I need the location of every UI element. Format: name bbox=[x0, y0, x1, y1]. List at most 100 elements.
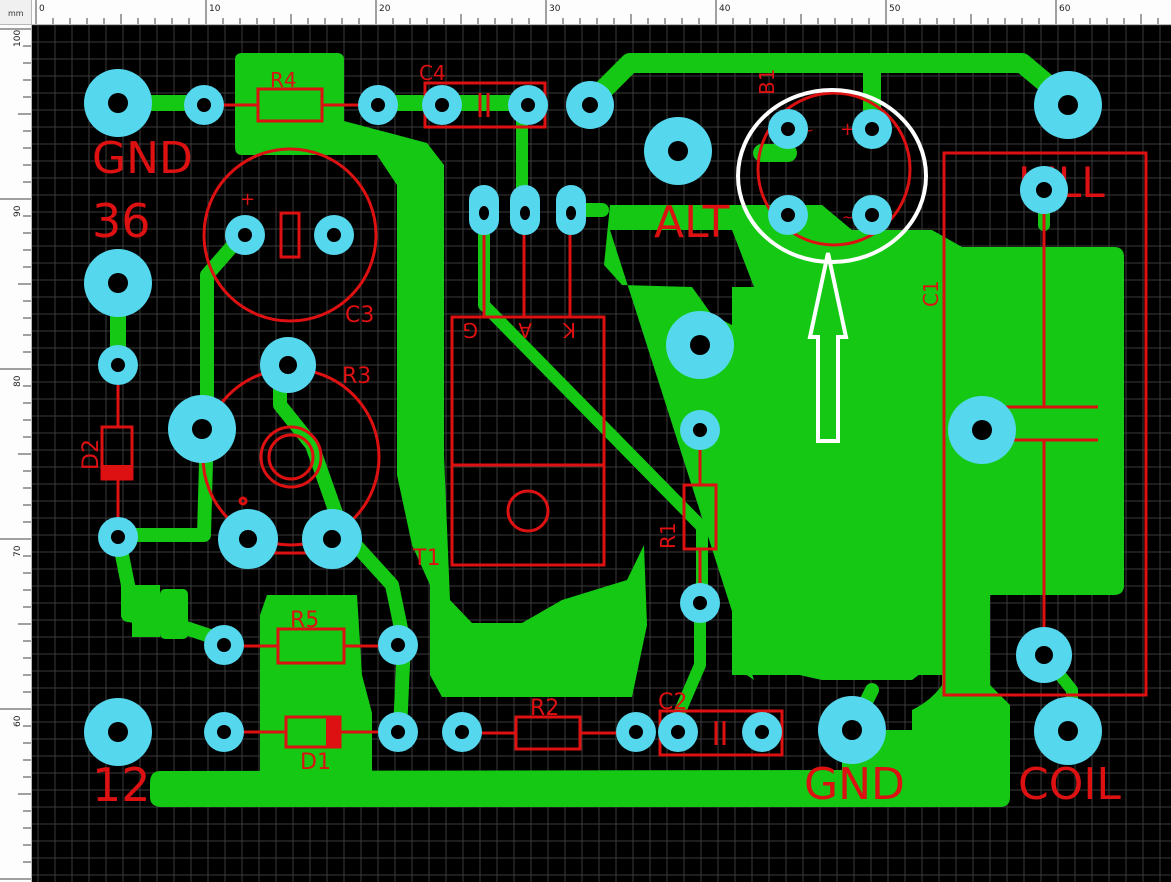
copper-alt-plane-lower bbox=[732, 287, 944, 675]
pad-c4-left[interactable] bbox=[422, 85, 462, 125]
copper-ground-bus bbox=[150, 247, 1124, 807]
c1-body bbox=[942, 151, 1148, 697]
pad-d2-bottom[interactable] bbox=[98, 517, 138, 557]
pad-top-middle[interactable] bbox=[566, 81, 614, 129]
left-ruler-label: 100 bbox=[13, 30, 23, 47]
pad-c2-left[interactable] bbox=[658, 712, 698, 752]
pad-r2-right[interactable] bbox=[616, 712, 656, 752]
d2-band bbox=[102, 465, 132, 479]
pad-d2-top[interactable] bbox=[98, 345, 138, 385]
b1-plus: + bbox=[840, 119, 855, 140]
pad-r4-left[interactable] bbox=[184, 85, 224, 125]
t1-body bbox=[450, 315, 606, 567]
ruler-unit-label: mm bbox=[8, 9, 24, 18]
top-ruler-label: 30 bbox=[549, 4, 561, 14]
top-ruler[interactable]: 0 10 20 30 40 50 60 bbox=[32, 0, 1171, 25]
pad-c1-bottom[interactable] bbox=[1016, 627, 1072, 683]
pad-r5-right[interactable] bbox=[378, 625, 418, 665]
t1-oval-pads bbox=[469, 185, 586, 235]
pad-r1-upper[interactable] bbox=[666, 311, 734, 379]
c4-label: C4 bbox=[419, 61, 446, 85]
top-ruler-label: 60 bbox=[1059, 4, 1071, 14]
label-alt: ALT bbox=[654, 197, 730, 248]
top-ruler-label: 10 bbox=[209, 4, 221, 14]
top-ruler-label: 40 bbox=[719, 4, 731, 14]
pad-c2-right[interactable] bbox=[742, 712, 782, 752]
pad-coil[interactable] bbox=[1034, 697, 1102, 765]
pad-kill-top[interactable] bbox=[1034, 71, 1102, 139]
label-gnd-top: GND bbox=[92, 133, 193, 184]
copper-trace-top bbox=[580, 53, 1082, 115]
pad-c1-middle[interactable] bbox=[948, 396, 1016, 464]
left-ruler-label: 80 bbox=[13, 375, 23, 387]
copper-small-pad-2 bbox=[160, 589, 188, 639]
r3-knob-inner bbox=[267, 433, 315, 481]
r1-label: R1 bbox=[656, 522, 680, 549]
b1-label: B1 bbox=[755, 69, 779, 95]
pad-c3-minus[interactable] bbox=[314, 215, 354, 255]
pad-r4-right[interactable] bbox=[358, 85, 398, 125]
top-ruler-label: 20 bbox=[379, 4, 391, 14]
pad-r3-br[interactable] bbox=[302, 509, 362, 569]
pad-d1-left[interactable] bbox=[204, 712, 244, 752]
pad-c4-right[interactable] bbox=[508, 85, 548, 125]
copper-small-pad bbox=[132, 585, 160, 637]
t1-pin-g: G bbox=[463, 318, 479, 342]
c1-label: C1 bbox=[919, 280, 943, 307]
pad-36[interactable] bbox=[84, 249, 152, 317]
r3-marker bbox=[238, 496, 248, 506]
pad-gnd-top[interactable] bbox=[84, 69, 152, 137]
annotation-circle bbox=[736, 88, 928, 264]
left-ruler[interactable]: 100 90 80 70 60 bbox=[0, 25, 32, 882]
c2-label: C2 bbox=[658, 690, 687, 715]
pad-r3-left[interactable] bbox=[168, 395, 236, 463]
left-ruler-label: 70 bbox=[13, 545, 23, 557]
d2-label: D2 bbox=[79, 439, 104, 470]
d1-band bbox=[326, 717, 340, 747]
b1-body bbox=[756, 91, 912, 247]
pad-c3-plus[interactable] bbox=[225, 215, 265, 255]
pad-12[interactable] bbox=[84, 698, 152, 766]
c3-plate bbox=[279, 211, 301, 259]
r3-label: R3 bbox=[342, 364, 371, 389]
t1-pin-k: K bbox=[562, 318, 576, 342]
pad-alt[interactable] bbox=[644, 117, 712, 185]
pad-r1-top[interactable] bbox=[680, 410, 720, 450]
label-12: 12 bbox=[92, 758, 151, 812]
r3-knob-outer bbox=[259, 425, 323, 489]
pads-layer bbox=[84, 69, 1102, 766]
top-ruler-label: 0 bbox=[39, 4, 45, 14]
d1-label: D1 bbox=[300, 750, 331, 775]
t1-label: T1 bbox=[412, 546, 440, 571]
pad-r2-left[interactable] bbox=[442, 712, 482, 752]
c3-label: C3 bbox=[345, 303, 374, 328]
pcb-board-canvas[interactable]: R4 C4 B1 + ~ ~ + C3 R3 D2 bbox=[32, 25, 1171, 882]
label-coil: COIL bbox=[1018, 759, 1121, 810]
label-gnd-bottom: GND bbox=[804, 759, 905, 810]
t1-mount-hole bbox=[506, 489, 550, 533]
label-36: 36 bbox=[92, 194, 151, 248]
t1-pin-a: A bbox=[518, 318, 532, 342]
ruler-corner: mm bbox=[0, 0, 32, 25]
annotation-arrow bbox=[807, 252, 849, 443]
pad-b1-tr[interactable] bbox=[852, 109, 892, 149]
pad-b1-br[interactable] bbox=[852, 195, 892, 235]
pad-d1-right[interactable] bbox=[378, 712, 418, 752]
left-ruler-label: 60 bbox=[13, 715, 23, 727]
pad-c1-top[interactable] bbox=[1020, 166, 1068, 214]
pad-r1-bottom[interactable] bbox=[680, 583, 720, 623]
left-ruler-label: 90 bbox=[13, 205, 23, 217]
pad-b1-tl[interactable] bbox=[768, 109, 808, 149]
pad-r5-left[interactable] bbox=[204, 625, 244, 665]
pad-r3-bl[interactable] bbox=[218, 509, 278, 569]
annotation-highlight bbox=[736, 88, 928, 443]
pad-r3-top[interactable] bbox=[260, 337, 316, 393]
pad-gnd-bottom[interactable] bbox=[818, 696, 886, 764]
r4-label: R4 bbox=[270, 68, 297, 92]
r5-label: R5 bbox=[290, 608, 319, 633]
r2-label: R2 bbox=[530, 696, 559, 721]
c3-body bbox=[202, 147, 378, 323]
pad-b1-bl[interactable] bbox=[768, 195, 808, 235]
c3-plus: + bbox=[240, 189, 255, 210]
top-ruler-label: 50 bbox=[889, 4, 901, 14]
